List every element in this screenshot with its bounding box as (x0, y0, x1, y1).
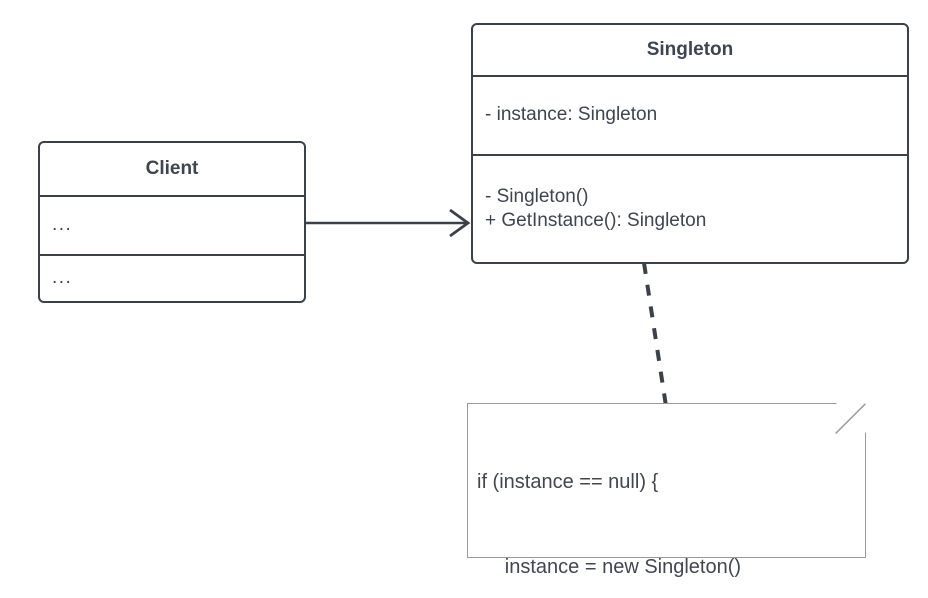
class-operations-singleton: - Singleton() + GetInstance(): Singleton (473, 154, 907, 262)
association-client-to-singleton[interactable] (306, 208, 471, 238)
class-operations-client: ... (40, 254, 304, 301)
note-fold-corner-icon (835, 403, 866, 434)
dashed-connector (642, 262, 668, 407)
note-background (467, 403, 866, 558)
note-code-snippet[interactable]: if (instance == null) { instance = new S… (467, 403, 866, 578)
note-anchor-dashed-line[interactable] (642, 262, 668, 407)
open-arrowhead-icon (449, 208, 471, 238)
class-title-client: Client (40, 143, 304, 197)
operation-item: ... (52, 267, 73, 289)
operation-item: + GetInstance(): Singleton (485, 210, 707, 231)
class-title-singleton: Singleton (473, 25, 907, 77)
note-line: instance = new Singleton() (477, 555, 742, 578)
class-attributes-singleton: - instance: Singleton (473, 77, 907, 154)
attribute-item: ... (52, 214, 73, 236)
class-attributes-client: ... (40, 197, 304, 254)
note-line: if (instance == null) { (477, 470, 659, 493)
operation-item: - Singleton() (485, 185, 589, 207)
uml-class-singleton[interactable]: Singleton - instance: Singleton - Single… (471, 23, 909, 264)
attribute-item: - instance: Singleton (485, 104, 658, 126)
note-text-block: if (instance == null) { instance = new S… (477, 411, 852, 598)
uml-class-client[interactable]: Client ... ... (38, 141, 306, 303)
